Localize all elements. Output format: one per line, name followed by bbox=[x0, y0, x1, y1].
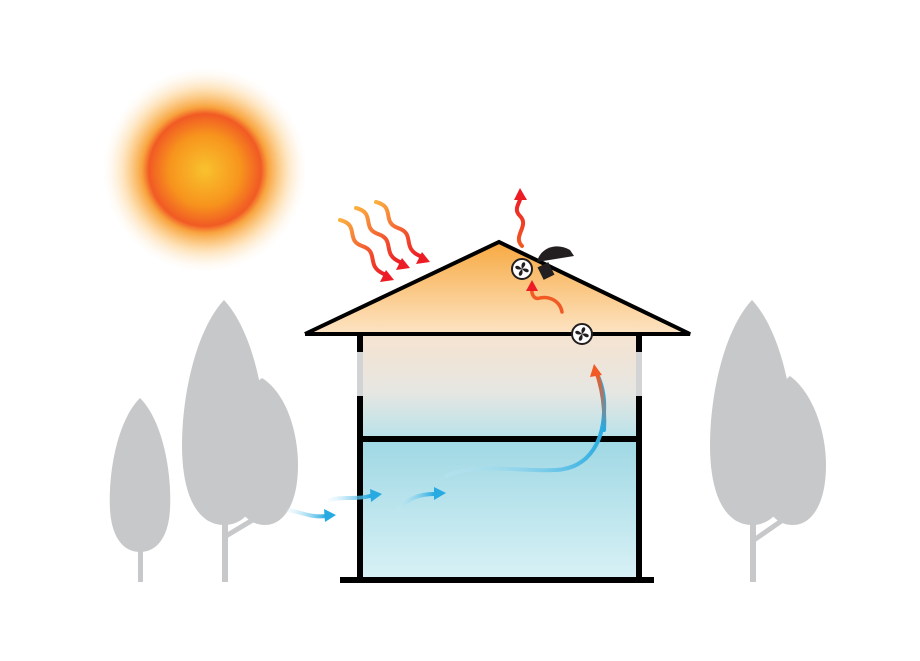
tree-large-left bbox=[182, 300, 298, 582]
indoor-airflow-arrow bbox=[444, 364, 607, 478]
roof-vent-icon bbox=[537, 246, 574, 280]
attic-rise-arrow bbox=[526, 280, 564, 314]
window-right bbox=[636, 352, 642, 396]
house bbox=[304, 239, 691, 583]
cool-air-arrow bbox=[286, 508, 336, 522]
cool-air-arrow bbox=[328, 489, 382, 502]
tree-icon bbox=[710, 300, 826, 582]
attic-space bbox=[305, 242, 690, 334]
hot-air-exhaust-arrow bbox=[514, 188, 527, 248]
cool-air-arrow bbox=[396, 487, 446, 512]
sun-icon bbox=[103, 68, 307, 272]
cool-air-arrows bbox=[286, 487, 446, 522]
window-left bbox=[357, 352, 363, 396]
tree-small-left bbox=[109, 398, 171, 582]
roof-outline bbox=[304, 239, 691, 336]
heat-arrow bbox=[338, 218, 394, 282]
solar-heat-arrows bbox=[338, 200, 430, 282]
tree-right bbox=[710, 300, 826, 582]
upper-floor-room bbox=[361, 334, 638, 440]
tree-icon bbox=[109, 300, 298, 582]
heat-arrow bbox=[374, 200, 430, 264]
fan-icon bbox=[571, 323, 593, 345]
fan-icon bbox=[511, 258, 533, 280]
heat-arrow bbox=[354, 206, 410, 270]
lower-floor-room bbox=[361, 440, 638, 578]
